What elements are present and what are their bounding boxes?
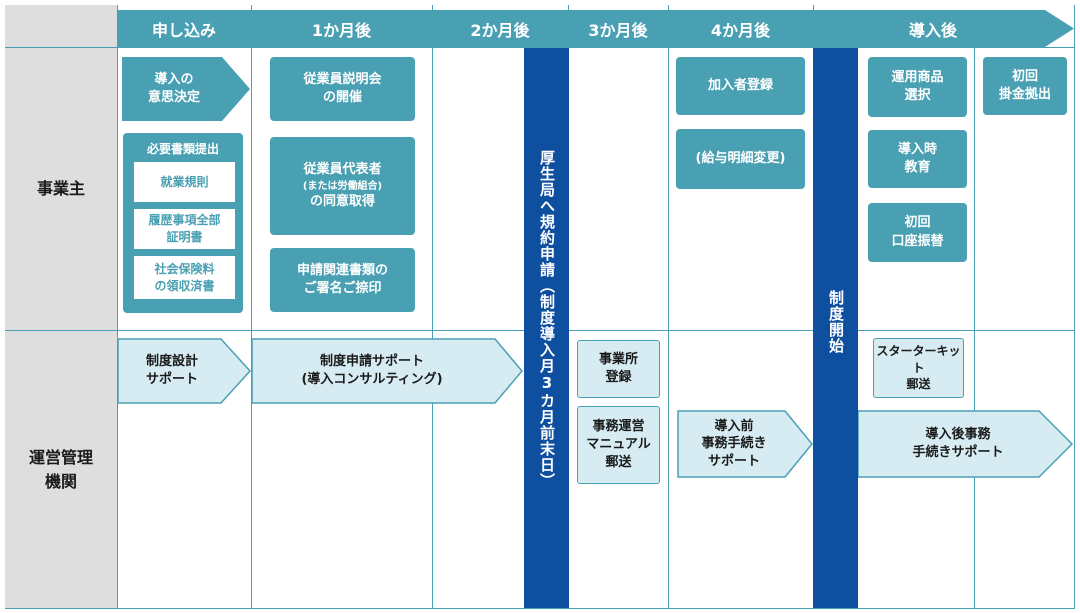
header-col-1month: 1か月後 [311,20,372,40]
milestone-application-bar [524,48,569,608]
milestone-application-label: 厚生局へ規約申請（制度導入月3カ月前末日） [538,150,556,489]
milestone-start-label: 制度開始 [827,290,845,354]
step-first-transfer: 初回 口座振替 [868,203,967,262]
post-support-arrow [857,410,1074,478]
step-manual-mailing: 事務運営 マニュアル 郵送 [577,406,660,484]
grid-line-right [1074,5,1075,608]
header-col-4month: 4か月後 [710,20,771,40]
step-intent-decision: 導入の 意思決定 [147,71,200,105]
docs-submit-title: 必要書類提出 [146,141,219,156]
pre-support-arrow [677,410,813,478]
design-support-arrow [117,338,252,404]
header-col-apply: 申し込み [151,20,216,40]
grid-line-col-7 [974,47,975,608]
step-member-registration: 加入者登録 [676,57,805,115]
step-initial-education: 導入時 教育 [868,130,967,188]
step-signature-seal: 申請関連書類の ご署名ご捺印 [270,248,415,312]
step-starter-kit: スターターキット 郵送 [873,338,964,398]
grid-line-col-2 [251,5,252,608]
header-col-after: 導入後 [908,20,957,40]
intent-arrow-shape [122,57,250,121]
step-design-support: 制度設計 サポート [145,353,198,387]
doc-registry-certificate: 履歴事項全部 証明書 [134,209,235,249]
step-employee-briefing: 従業員説明会 の開催 [270,57,415,121]
grid-line-top [5,47,1075,48]
corner-cell [5,5,117,47]
doc-work-rules: 就業規則 [134,162,235,202]
header-timeline-arrow [117,10,1074,47]
grid-line-col-1 [117,5,118,608]
grid-line-col-3 [432,5,433,608]
milestone-start-bar [813,48,858,608]
header-col-3month: 3か月後 [588,20,648,40]
row-label-operator: 運営管理 機関 [28,447,93,491]
step-first-contribution: 初回 掛金拠出 [983,57,1067,115]
consulting-arrow [251,338,523,404]
step-payslip-change: (給与明細変更) [676,129,805,189]
consent-tail-label: の同意取得 [309,193,375,209]
consent-main-label: 従業員代表者 [303,162,382,178]
header-col-2month: 2か月後 [470,20,530,40]
step-post-support: 導入後事務 手続きサポート [912,426,1004,460]
consent-sub-label: (または労働組合) [302,180,383,192]
step-representative-consent: 従業員代表者 (または労働組合) の同意取得 [270,137,415,235]
step-application-support: 制度申請サポート (導入コンサルティング) [301,353,443,387]
step-pre-support: 導入前 事務手続き サポート [701,418,767,469]
step-office-registration: 事業所 登録 [577,340,660,398]
grid-line-col-5 [668,5,669,608]
doc-insurance-receipt: 社会保険料 の領収済書 [134,256,235,299]
row-label-column [5,48,117,608]
step-product-selection: 運用商品 選択 [868,57,967,117]
grid-line-bottom [5,608,1075,609]
row-label-employer: 事業主 [36,179,85,198]
